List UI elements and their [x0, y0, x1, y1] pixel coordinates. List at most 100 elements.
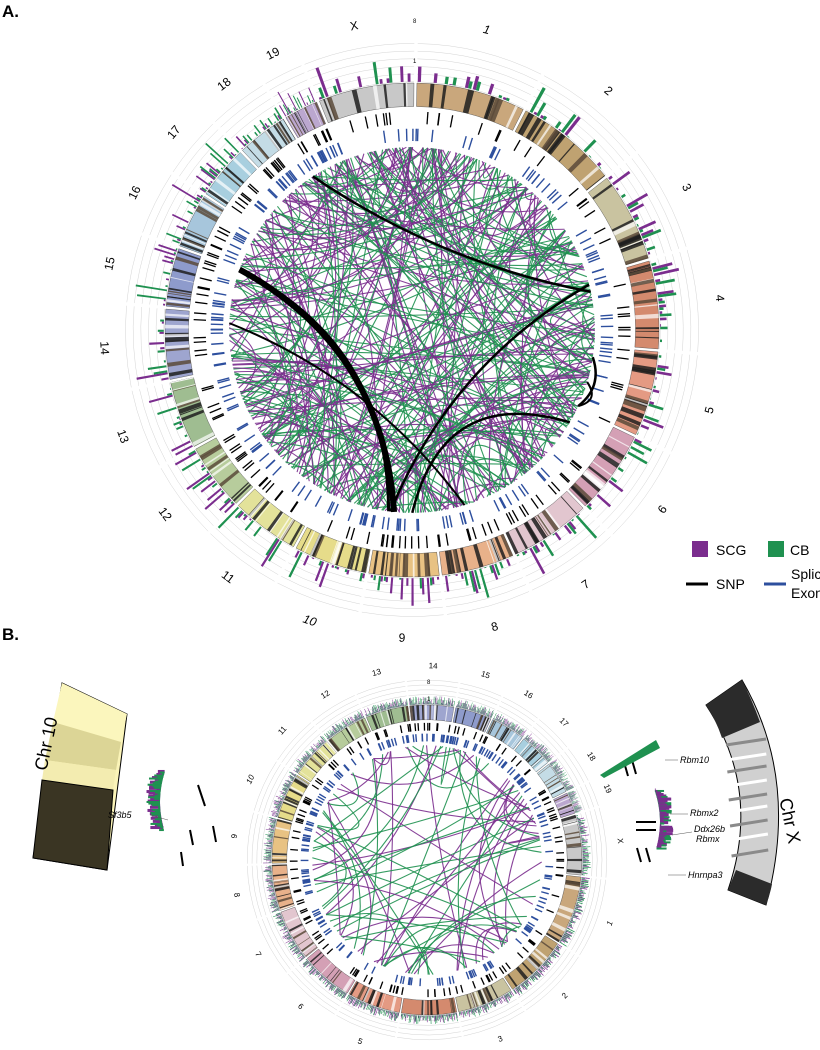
chromosome-label-x: X — [615, 838, 625, 845]
chromosome-band — [431, 705, 433, 720]
cb-bar — [316, 744, 320, 748]
chromosome-band — [546, 932, 560, 942]
scg-bar — [338, 729, 340, 732]
histogram-gridline — [276, 774, 297, 818]
cb-bar — [378, 1008, 382, 1016]
scg-bar — [263, 856, 272, 858]
snp-tick — [293, 888, 302, 892]
scg-bar — [270, 827, 275, 829]
cb-bar — [394, 701, 396, 708]
cb-bar — [176, 425, 184, 430]
interaction-link — [312, 758, 378, 871]
exon-tick — [311, 807, 320, 812]
snp-tick — [425, 535, 428, 549]
scg-bar — [316, 972, 320, 976]
cb-bar — [284, 787, 289, 790]
scg-bar — [560, 939, 566, 943]
chromosome-band — [385, 710, 392, 725]
cb-bar — [660, 326, 668, 330]
histogram-gridline — [567, 792, 576, 814]
cb-bar — [359, 572, 363, 582]
exon-tick — [377, 743, 382, 751]
exon-tick — [301, 848, 309, 851]
scg-bar — [269, 871, 272, 873]
histogram-gridline — [126, 235, 142, 303]
scg-bar — [540, 114, 545, 119]
snp-tick — [472, 980, 476, 989]
exon-tick — [514, 774, 521, 781]
cb-bar — [287, 783, 291, 786]
cb-bar — [517, 728, 522, 734]
zoom-cb-bar — [158, 815, 161, 818]
scg-bar — [390, 703, 393, 709]
cb-bar — [279, 800, 283, 803]
scg-bar — [279, 927, 287, 932]
scg-bar — [269, 844, 272, 846]
cb-bar — [344, 569, 348, 573]
scg-bar — [311, 966, 314, 969]
chromosome-band — [558, 806, 573, 812]
scg-bar — [299, 764, 303, 767]
scg-bar — [503, 718, 508, 725]
cb-bar — [563, 780, 570, 785]
chrx-band — [727, 764, 767, 774]
exon-tick — [224, 254, 237, 261]
exon-tick — [338, 944, 345, 951]
chromosome-band — [380, 993, 386, 1009]
exon-tick — [544, 874, 553, 877]
chromosome-band — [429, 705, 432, 720]
cb-bar — [290, 776, 295, 780]
chromosome-band — [390, 709, 395, 724]
scg-bar — [580, 885, 588, 888]
chromosome-label-12: 12 — [319, 688, 332, 701]
histogram-gridline — [148, 307, 155, 383]
snp-tick — [364, 116, 369, 129]
chromosome-band — [240, 152, 257, 170]
exon-tick — [317, 919, 325, 925]
exon-tick — [442, 734, 446, 743]
scg-bar — [574, 807, 582, 811]
chromosome-label-10: 10 — [244, 773, 256, 785]
scg-bar — [573, 804, 579, 808]
cb-bar — [546, 959, 549, 961]
histogram-gridline — [589, 810, 598, 877]
zoom-cb-bar — [160, 821, 162, 824]
exon-tick — [303, 884, 312, 888]
cb-bar — [188, 450, 196, 456]
scg-bar — [136, 372, 168, 380]
chromosome-band — [295, 776, 309, 786]
cb-bar — [184, 434, 188, 438]
exon-tick — [323, 785, 332, 792]
scg-bar — [291, 947, 299, 953]
cb-bar — [400, 698, 403, 707]
interaction-link — [347, 158, 458, 508]
scg-bar — [452, 1013, 453, 1015]
cb-bar — [421, 698, 422, 705]
cb-bar — [270, 830, 274, 832]
snp-tick — [293, 889, 302, 894]
scg-bar — [608, 479, 624, 493]
cb-bar — [276, 814, 278, 816]
histogram-gridline — [527, 734, 553, 760]
chromosome-band — [531, 951, 545, 964]
interaction-link — [252, 151, 451, 421]
exon-tick — [569, 433, 581, 442]
cb-bar — [495, 718, 497, 721]
cb-bar — [271, 909, 280, 913]
interaction-link — [462, 444, 526, 505]
chromosome-band — [286, 116, 300, 138]
chromosome-band — [526, 957, 539, 970]
chromosome-band — [444, 550, 452, 575]
interaction-link — [317, 825, 520, 929]
chrx-band-bottom — [728, 870, 772, 905]
scg-bar — [552, 952, 559, 958]
cb-bar — [327, 730, 333, 737]
snp-tick — [193, 340, 207, 343]
scg-bar — [517, 730, 521, 734]
scg-bar — [582, 858, 587, 860]
scg-bar — [294, 946, 298, 949]
chromosome-band — [486, 540, 495, 564]
chromosome-band — [264, 130, 281, 151]
scg-bar — [319, 736, 326, 743]
scg-bar — [638, 220, 657, 231]
